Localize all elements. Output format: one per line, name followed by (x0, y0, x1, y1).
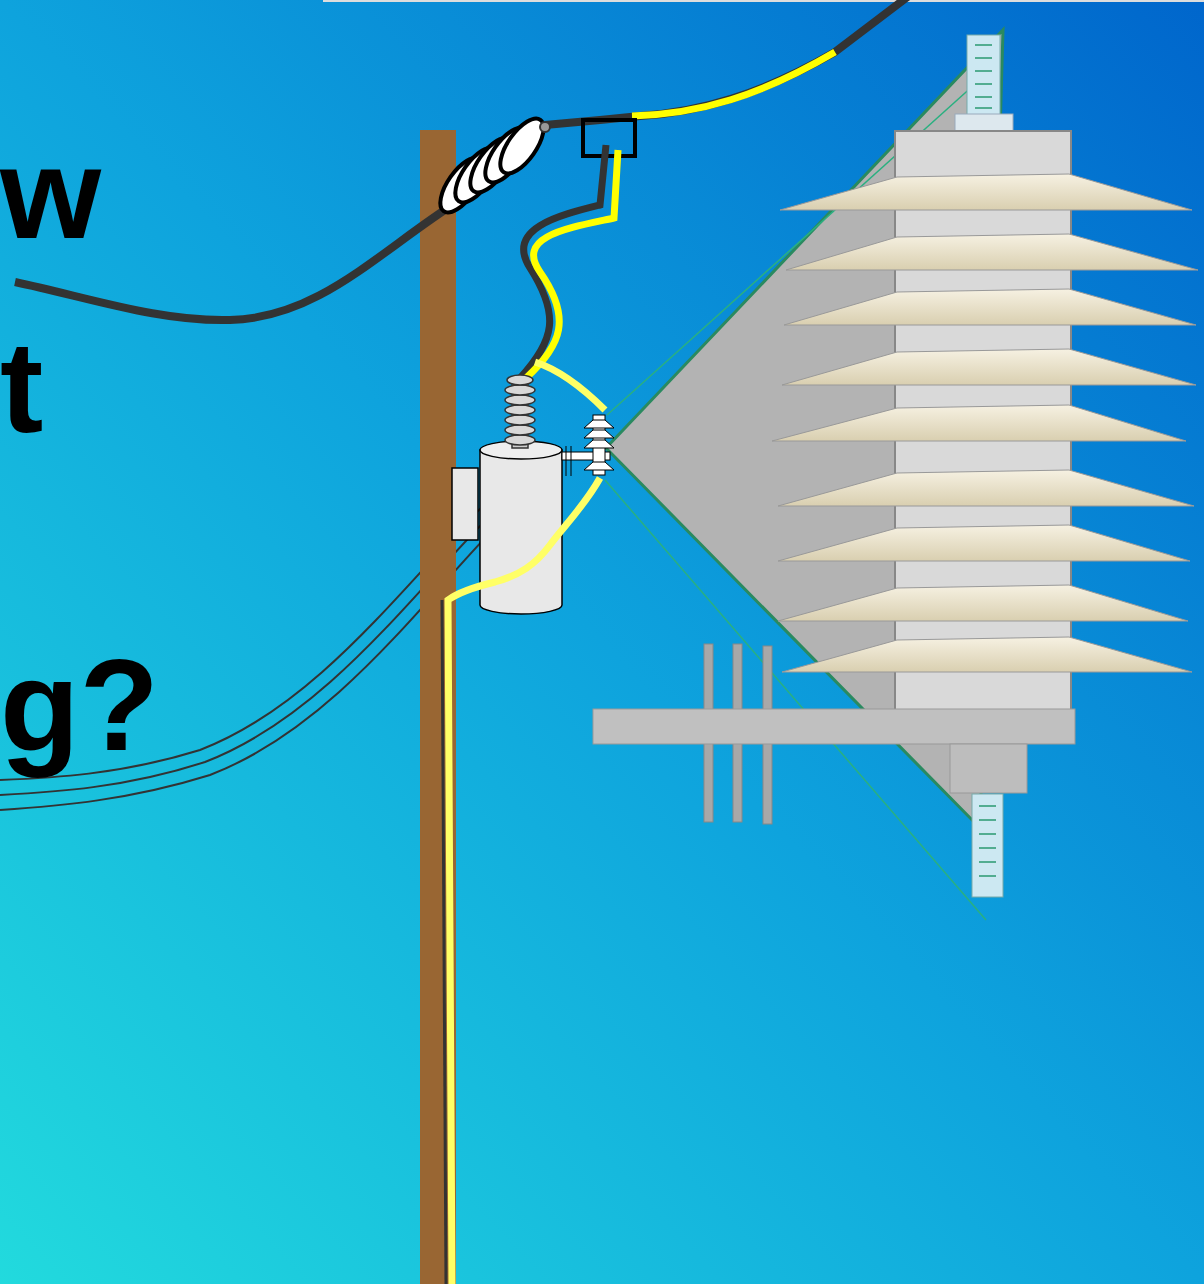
housing-shed (782, 637, 1192, 672)
transformer-bushing (505, 375, 535, 448)
ground-lead (448, 478, 600, 1284)
bushing-shed (505, 425, 535, 435)
bushing-shed (505, 395, 535, 405)
thread-marks (979, 806, 996, 876)
bushing-shed (505, 435, 535, 445)
thread-mark (979, 861, 996, 863)
base-plate (593, 709, 1075, 744)
housing-shed (780, 174, 1192, 210)
title-fragment: t (0, 322, 43, 452)
thread-mark (975, 83, 992, 85)
thread-mark (979, 833, 996, 835)
arrester-detail (593, 35, 1198, 897)
title-fragment: g? (0, 640, 159, 770)
thread-mark (975, 57, 992, 59)
thread-mark (979, 847, 996, 849)
insulator-disc (492, 112, 552, 180)
housing-shed (778, 470, 1194, 506)
arrester-shed (584, 430, 614, 438)
drop-lead-marking (526, 150, 618, 378)
conductor-marking (632, 52, 835, 116)
bushing-shed (507, 375, 533, 385)
thread-mark (979, 875, 996, 877)
primary-conductor (545, 0, 910, 125)
housing-sheds (772, 174, 1198, 672)
thread-mark (975, 96, 992, 98)
arrester-shed (584, 440, 614, 448)
title-fragment: w (0, 128, 101, 258)
bracket-bolt (566, 446, 567, 476)
bushing-shed (505, 385, 535, 395)
insulator-tip (540, 122, 550, 132)
ground-stud (972, 794, 1003, 897)
ground-terminal (950, 744, 1027, 793)
thread-marks (975, 45, 992, 108)
top-rule (323, 0, 1204, 2)
terminal-stud (967, 35, 1000, 115)
thread-mark (979, 805, 996, 807)
housing-shed (772, 405, 1186, 441)
mounting-bracket (452, 468, 478, 540)
thread-mark (975, 70, 992, 72)
arrester-lead (535, 362, 605, 410)
housing-shed (786, 234, 1198, 270)
housing-shed (782, 349, 1196, 385)
pin-insulator (432, 112, 552, 219)
thread-mark (975, 107, 992, 109)
thread-mark (975, 44, 992, 46)
arrester-shed (584, 420, 614, 428)
arrester-shed (584, 462, 614, 470)
hot-line-clamp (583, 120, 635, 156)
bracket-bolt (571, 446, 572, 476)
terminal-cap (955, 114, 1013, 131)
bushing-shed (505, 405, 535, 415)
housing-shed (778, 585, 1188, 621)
housing-shed (784, 289, 1196, 325)
housing-shed (778, 525, 1190, 561)
thread-mark (979, 819, 996, 821)
bushing-shed (505, 415, 535, 425)
transformer-tank (480, 450, 562, 614)
small-arrester (562, 415, 614, 476)
